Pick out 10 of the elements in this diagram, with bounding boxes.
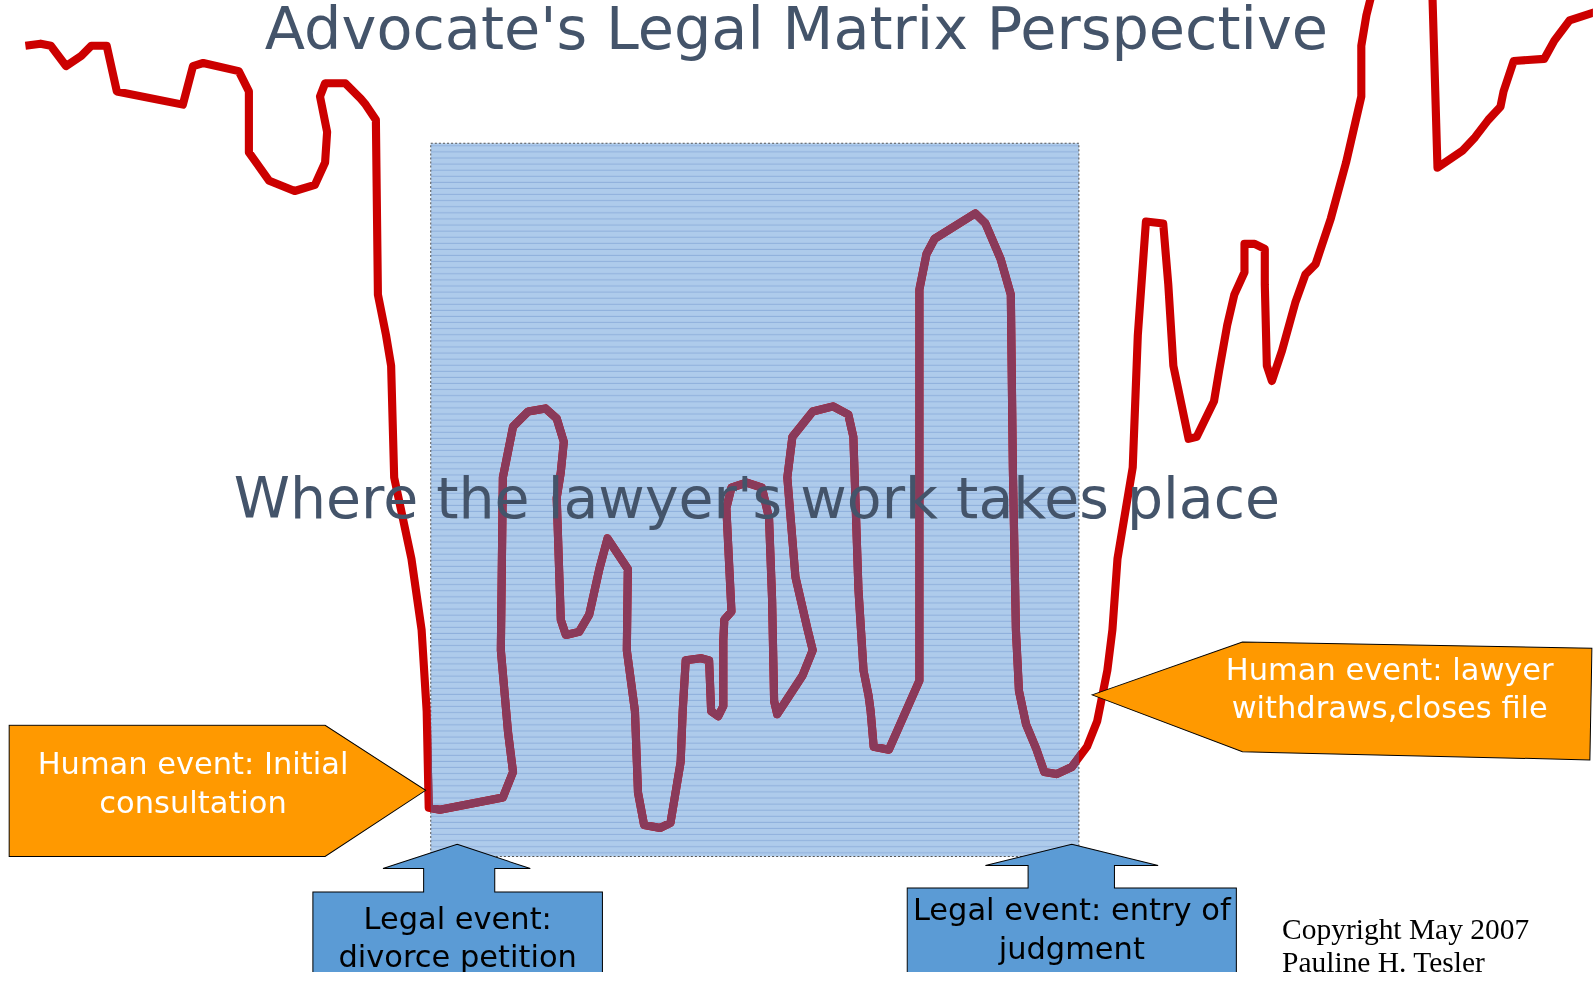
callout-arrow: [1090, 640, 1593, 762]
callout-arrow: [906, 843, 1238, 972]
callout-arrow: [311, 843, 604, 972]
copyright-note: Copyright May 2007 Pauline H. Tesler: [1282, 912, 1531, 972]
callout-text: Legal event: entry of judgment: [911, 890, 1233, 968]
callout-arrow: [8, 724, 427, 858]
title: Advocate's Legal Matrix Perspective: [263, 0, 1330, 63]
callout-text: Legal event: divorce petition: [337, 899, 578, 972]
callout-text: Human event: lawyer withdraws,closes file: [1224, 650, 1555, 727]
callout-text: Human event: Initial consultation: [36, 744, 350, 821]
